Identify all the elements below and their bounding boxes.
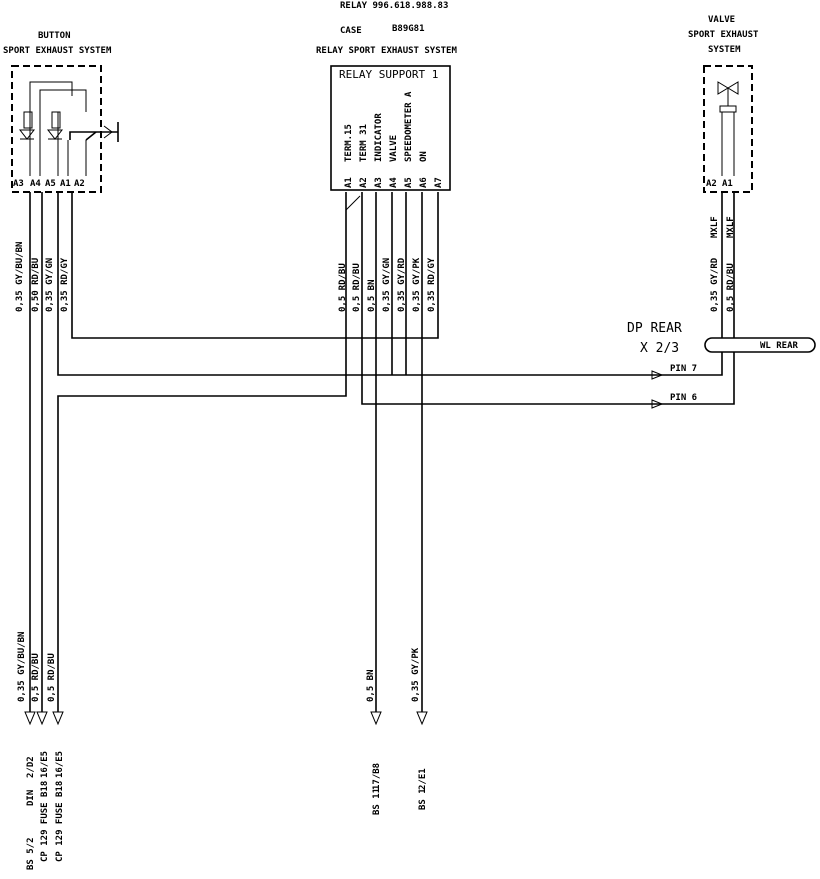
svg-text:0,35 RD/GY: 0,35 RD/GY bbox=[427, 257, 437, 312]
svg-text:A4: A4 bbox=[389, 177, 399, 188]
svg-text:TERM 31: TERM 31 bbox=[359, 124, 369, 162]
svg-text:A1: A1 bbox=[60, 179, 71, 189]
svg-text:0,5 RD/BU: 0,5 RD/BU bbox=[47, 653, 57, 702]
svg-text:0,5 BN: 0,5 BN bbox=[367, 279, 377, 312]
lamp-icon bbox=[51, 111, 61, 129]
ground-arrow-icons bbox=[24, 711, 428, 726]
terminal-refs: 2/D2 16/E5 16/E5 DIN CP 129 FUSE B18 CP … bbox=[26, 751, 428, 870]
valve-icon bbox=[717, 81, 739, 95]
button-wire-labels: 0,35 GY/BU/BN 0,50 RD/BU 0,35 GY/GN 0,35… bbox=[15, 242, 70, 312]
svg-text:A2: A2 bbox=[74, 179, 85, 189]
bottom-mid-wire-labels: 0,5 BN 0,35 GY/PK bbox=[366, 647, 421, 702]
svg-text:TERM.15: TERM.15 bbox=[344, 124, 354, 162]
svg-text:MXLF: MXLF bbox=[710, 216, 720, 238]
valve-title-1: VALVE bbox=[708, 15, 735, 25]
svg-text:BS 5/2: BS 5/2 bbox=[26, 837, 36, 870]
svg-text:BS 11: BS 11 bbox=[372, 788, 382, 815]
svg-text:0,35 GY/PK: 0,35 GY/PK bbox=[411, 647, 421, 702]
svg-text:CP 129 FUSE B18: CP 129 FUSE B18 bbox=[55, 781, 65, 862]
valve-title-2: SPORT EXHAUST bbox=[688, 30, 759, 40]
switch-icon bbox=[69, 131, 118, 140]
valve-pin-labels: A2 A1 bbox=[706, 179, 733, 189]
svg-text:0,35 GY/BU/BN: 0,35 GY/BU/BN bbox=[15, 242, 25, 312]
relay-wire-labels: 0,5 RD/BU 0,5 RD/BU 0,5 BN 0,35 GY/GN 0,… bbox=[338, 257, 437, 312]
valve-module-outline bbox=[703, 65, 753, 193]
svg-text:A5: A5 bbox=[404, 177, 414, 188]
svg-text:A3: A3 bbox=[13, 179, 24, 189]
svg-text:0,35 GY/RD: 0,35 GY/RD bbox=[710, 257, 720, 312]
lamp-icon bbox=[23, 111, 33, 129]
relay-pin-labels: A1 A2 A3 A4 A5 A6 A7 bbox=[344, 177, 444, 188]
led-icon bbox=[46, 129, 64, 140]
svg-text:16/E5: 16/E5 bbox=[40, 751, 50, 778]
svg-text:0,35 GY/BU/BN: 0,35 GY/BU/BN bbox=[17, 632, 27, 702]
svg-text:0,5 RD/BU: 0,5 RD/BU bbox=[31, 653, 41, 702]
bottom-left-wire-labels: 0,35 GY/BU/BN 0,5 RD/BU 0,5 RD/BU bbox=[17, 632, 57, 702]
svg-text:17/B8: 17/B8 bbox=[372, 763, 382, 790]
svg-text:0,35 GY/GN: 0,35 GY/GN bbox=[45, 258, 55, 312]
svg-text:DIN: DIN bbox=[26, 790, 36, 806]
button-pin-labels: A3 A4 A5 A1 A2 bbox=[13, 179, 85, 189]
case-value: B89G81 bbox=[392, 24, 425, 34]
connector-name: DP REAR bbox=[627, 321, 682, 336]
svg-text:0,50 RD/BU: 0,50 RD/BU bbox=[31, 258, 41, 312]
svg-text:A1: A1 bbox=[344, 177, 354, 188]
connector-plug-label: WL REAR bbox=[760, 341, 799, 351]
svg-text:A2: A2 bbox=[359, 177, 369, 188]
svg-text:0,35 GY/PK: 0,35 GY/PK bbox=[412, 257, 422, 312]
connector-plug bbox=[704, 337, 816, 353]
button-title-2: SPORT EXHAUST SYSTEM bbox=[3, 46, 112, 56]
svg-text:0,35 GY/RD: 0,35 GY/RD bbox=[397, 257, 407, 312]
svg-text:A3: A3 bbox=[374, 177, 384, 188]
svg-text:ON: ON bbox=[419, 151, 429, 162]
svg-text:0,5 RD/BU: 0,5 RD/BU bbox=[338, 263, 348, 312]
relay-module-box bbox=[330, 65, 451, 191]
svg-text:A7: A7 bbox=[434, 177, 444, 188]
svg-text:PIN 6: PIN 6 bbox=[670, 393, 697, 403]
connector-ref: X 2/3 bbox=[640, 341, 679, 356]
button-module-outline bbox=[11, 65, 102, 193]
led-icon bbox=[18, 129, 36, 140]
pin-6-terminal: PIN 6 bbox=[651, 393, 697, 409]
svg-text:0,5 RD/BU: 0,5 RD/BU bbox=[726, 263, 736, 312]
svg-text:MXLF: MXLF bbox=[726, 216, 736, 238]
valve-title-3: SYSTEM bbox=[708, 45, 741, 55]
relay-name: RELAY SUPPORT 1 bbox=[339, 68, 438, 81]
svg-text:VALVE: VALVE bbox=[389, 135, 399, 162]
svg-text:INDICATOR: INDICATOR bbox=[374, 113, 384, 162]
svg-text:CP 129 FUSE B18: CP 129 FUSE B18 bbox=[40, 781, 50, 862]
svg-text:2/E1: 2/E1 bbox=[418, 768, 428, 790]
svg-text:0,35 RD/GY: 0,35 RD/GY bbox=[60, 257, 70, 312]
case-label: CASE bbox=[340, 26, 362, 36]
svg-text:2/D2: 2/D2 bbox=[26, 756, 36, 778]
svg-text:0,35 GY/GN: 0,35 GY/GN bbox=[382, 258, 392, 312]
svg-text:A6: A6 bbox=[419, 177, 429, 188]
pin-7-terminal: PIN 7 bbox=[651, 364, 697, 380]
svg-text:PIN 7: PIN 7 bbox=[670, 364, 697, 374]
svg-text:0,5 BN: 0,5 BN bbox=[366, 669, 376, 702]
svg-text:SPEEDOMETER A: SPEEDOMETER A bbox=[404, 91, 414, 162]
svg-text:A1: A1 bbox=[722, 179, 733, 189]
svg-text:A5: A5 bbox=[45, 179, 56, 189]
relay-title: RELAY SPORT EXHAUST SYSTEM bbox=[316, 46, 457, 56]
relay-function-labels: TERM.15 TERM 31 INDICATOR VALVE SPEEDOME… bbox=[344, 91, 429, 162]
button-title-1: BUTTON bbox=[38, 31, 71, 41]
svg-text:A4: A4 bbox=[30, 179, 41, 189]
svg-text:BS 1: BS 1 bbox=[418, 788, 428, 810]
valve-wire-labels: 0,35 GY/RD 0,5 RD/BU MXLF MXLF bbox=[710, 216, 736, 312]
relay-part-number: RELAY 996.618.988.83 bbox=[340, 1, 448, 11]
svg-text:16/E5: 16/E5 bbox=[55, 751, 65, 778]
svg-text:A2: A2 bbox=[706, 179, 717, 189]
svg-text:0,5 RD/BU: 0,5 RD/BU bbox=[352, 263, 362, 312]
